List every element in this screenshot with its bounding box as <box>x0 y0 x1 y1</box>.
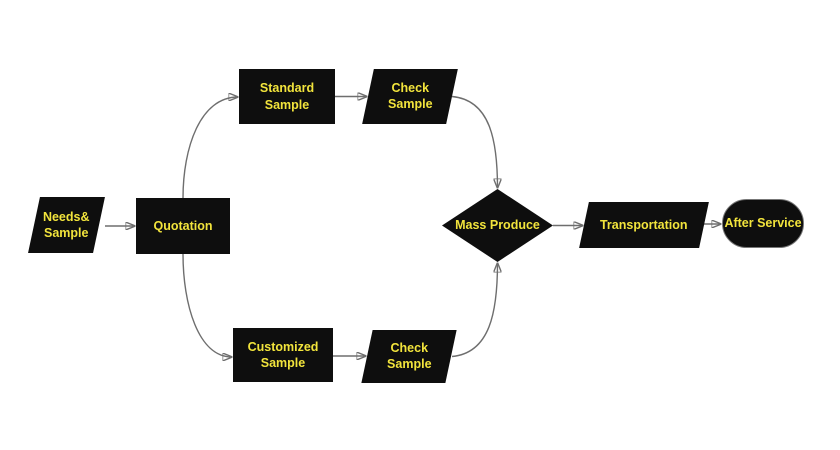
edge-quotation-to-standard <box>182 97 238 199</box>
node-standard-sample: Standard Sample <box>239 69 335 124</box>
node-needs-sample: Needs& Sample <box>28 197 105 253</box>
node-mass-produce-label: Mass Produce <box>455 218 540 233</box>
node-customized-sample: Customized Sample <box>233 328 333 382</box>
node-transportation: Transportation <box>579 202 709 248</box>
node-customized-sample-label: Customized Sample <box>247 339 319 370</box>
node-after-service-label: After Service <box>724 216 802 231</box>
node-after-service: After Service <box>722 199 804 248</box>
node-check-sample-bottom-label: Check Sample <box>386 341 432 372</box>
node-transportation-label: Transportation <box>600 217 688 232</box>
node-standard-sample-label: Standard Sample <box>259 81 315 112</box>
edge-checkbot-to-massproduce <box>451 263 498 358</box>
node-needs-sample-label: Needs& Sample <box>43 209 90 240</box>
node-check-sample-top: Check Sample <box>362 69 458 124</box>
node-check-sample-top-label: Check Sample <box>387 81 433 112</box>
node-quotation: Quotation <box>136 198 230 254</box>
node-check-sample-bottom: Check Sample <box>361 330 457 383</box>
edge-checktop-to-massproduce <box>451 95 498 189</box>
node-quotation-label: Quotation <box>153 218 213 233</box>
edge-quotation-to-customized <box>182 253 232 357</box>
